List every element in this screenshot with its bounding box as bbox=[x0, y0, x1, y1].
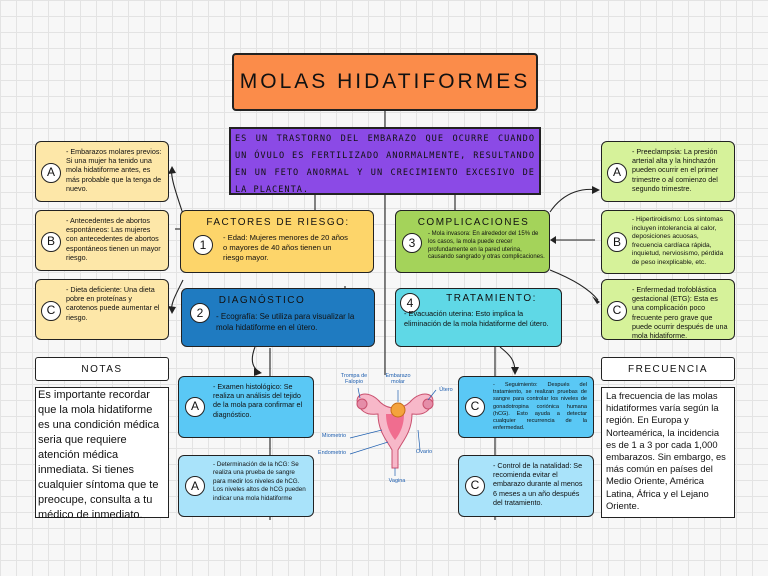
factores-box: FACTORES DE RIESGO: 1 - Edad: Mujeres me… bbox=[180, 210, 374, 273]
label-utero: Útero bbox=[439, 387, 453, 393]
letter-badge: A bbox=[185, 397, 205, 417]
letter-badge: C bbox=[41, 301, 61, 321]
page-title: MOLAS HIDATIFORMES bbox=[239, 70, 531, 93]
number-badge: 1 bbox=[193, 235, 213, 255]
factores-text: - Edad: Mujeres menores de 20 años o may… bbox=[223, 233, 348, 262]
label-ovario: Ovario bbox=[415, 449, 433, 455]
trat-sub-b: C - Control de la natalidad: Se recomien… bbox=[458, 455, 594, 517]
trat-sub-a-text: - Seguimiento: Después del tratamiento, … bbox=[493, 382, 587, 432]
label-miometrio: Miometrio bbox=[321, 433, 347, 439]
title-box: MOLAS HIDATIFORMES bbox=[232, 53, 538, 111]
diag-sub-a: A - Examen histológico: Se realiza un an… bbox=[178, 376, 314, 438]
diagnostico-box: DIAGNÓSTICO 2 - Ecografía: Se utiliza pa… bbox=[181, 288, 375, 347]
number-badge: 2 bbox=[190, 303, 210, 323]
uterus-illustration bbox=[349, 387, 437, 476]
letter-badge: A bbox=[607, 163, 627, 183]
tratamiento-title: TRATAMIENTO: bbox=[446, 293, 537, 304]
trat-sub-a: C - Seguimiento: Después del tratamiento… bbox=[458, 376, 594, 438]
label-endometrio: Endometrio bbox=[317, 450, 347, 456]
left-box-c-text: - Dieta deficiente: Una dieta pobre en p… bbox=[66, 285, 160, 322]
left-box-a-text: - Embarazos molares previos: Si una muje… bbox=[66, 147, 162, 193]
diag-sub-b: A - Determinación de la hCG: Se realiza … bbox=[178, 455, 314, 517]
right-box-c-text: - Enfermedad trofoblástica gestacional (… bbox=[632, 285, 728, 341]
left-box-b: B - Antecedentes de abortos espontáneos:… bbox=[35, 210, 169, 271]
letter-badge: B bbox=[41, 232, 61, 252]
factores-title: FACTORES DE RIESGO: bbox=[206, 217, 350, 228]
letter-badge: A bbox=[185, 476, 205, 496]
complicaciones-text: - Mola invasora: En alrededor del 15% de… bbox=[428, 231, 545, 261]
diag-sub-b-text: - Determinación de la hCG: Se realiza un… bbox=[213, 461, 306, 502]
letter-badge: B bbox=[607, 232, 627, 252]
frecuencia-title: FRECUENCIA bbox=[627, 363, 708, 375]
right-box-a: A - Preeclampsia: La presión arterial al… bbox=[601, 141, 735, 202]
label-trompa: Trompa de Falopio bbox=[340, 373, 368, 385]
right-box-b-text: - Hipertiroidismo: Los síntomas incluyen… bbox=[632, 216, 724, 266]
letter-badge: A bbox=[41, 163, 61, 183]
right-box-c: C - Enfermedad trofoblástica gestacional… bbox=[601, 279, 735, 340]
diagnostico-title: DIAGNÓSTICO bbox=[218, 295, 306, 306]
letter-badge: C bbox=[465, 397, 485, 417]
trat-sub-b-text: - Control de la natalidad: Se recomienda… bbox=[493, 461, 583, 507]
letter-badge: C bbox=[465, 476, 485, 496]
frecuencia-text: La frecuencia de las molas hidatiformes … bbox=[601, 387, 735, 518]
notas-text: Es importante recordar que la mola hidat… bbox=[35, 387, 169, 521]
notas-header: NOTAS bbox=[35, 357, 169, 381]
left-box-c: C - Dieta deficiente: Una dieta pobre en… bbox=[35, 279, 169, 340]
frecuencia-header: FRECUENCIA bbox=[601, 357, 735, 381]
definition-box: ES UN TRASTORNO DEL EMBARAZO QUE OCURRE … bbox=[229, 127, 541, 195]
label-vagina: Vagina bbox=[388, 478, 406, 484]
number-badge: 3 bbox=[402, 233, 422, 253]
number-badge: 4 bbox=[400, 293, 420, 313]
diagnostico-text: - Ecografía: Se utiliza para visualizar … bbox=[216, 312, 355, 332]
notas-title: NOTAS bbox=[81, 363, 123, 375]
label-embarazo: Embarazo molar bbox=[385, 373, 411, 385]
left-box-a: A - Embarazos molares previos: Si una mu… bbox=[35, 141, 169, 202]
left-box-b-text: - Antecedentes de abortos espontáneos: L… bbox=[66, 216, 161, 262]
tratamiento-text: - Evacuación uterina: Esto implica la el… bbox=[404, 309, 549, 328]
right-box-a-text: - Preeclampsia: La presión arterial alta… bbox=[632, 147, 719, 193]
diag-sub-a-text: - Examen histológico: Se realiza un anál… bbox=[213, 382, 303, 419]
right-box-b: B - Hipertiroidismo: Los síntomas incluy… bbox=[601, 210, 735, 274]
letter-badge: C bbox=[607, 301, 627, 321]
complicaciones-title: COMPLICACIONES bbox=[417, 217, 530, 228]
complicaciones-box: COMPLICACIONES 3 - Mola invasora: En alr… bbox=[395, 210, 550, 273]
tratamiento-box: TRATAMIENTO: 4 - Evacuación uterina: Est… bbox=[395, 288, 562, 347]
